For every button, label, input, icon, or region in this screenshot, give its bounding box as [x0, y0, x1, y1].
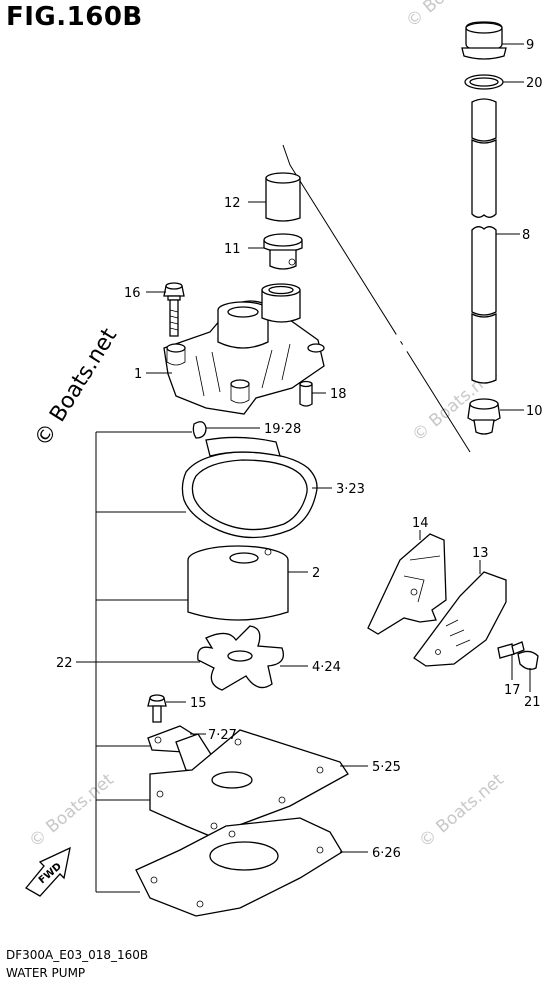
- part-8-water-tube: [471, 98, 497, 384]
- part-20-o-ring: [464, 74, 504, 90]
- callout-13: 13: [472, 546, 489, 561]
- part-16-bolt: [163, 282, 185, 337]
- part-15-bolt: [147, 694, 167, 723]
- part-18-pin: [299, 380, 313, 407]
- part-21-clip: [517, 650, 539, 670]
- callout-14: 14: [412, 516, 429, 531]
- part-17-screw: [497, 641, 525, 659]
- callout-12: 12: [224, 196, 241, 211]
- callout-5-25: 5·25: [372, 760, 401, 775]
- part-12-sleeve: [265, 172, 301, 222]
- callout-17: 17: [504, 683, 521, 698]
- section-name: WATER PUMP: [6, 966, 86, 980]
- watermark-left-bottom: © Boats.net: [25, 770, 118, 852]
- fwd-arrow: FWD: [25, 846, 71, 897]
- callout-20: 20: [526, 76, 543, 91]
- callout-19-28: 19·28: [264, 422, 301, 437]
- callout-7-27: 7·27: [208, 728, 237, 743]
- callout-4-24: 4·24: [312, 660, 341, 675]
- leader-lines: [76, 43, 531, 893]
- callout-21: 21: [524, 695, 541, 710]
- callout-1: 1: [134, 367, 142, 382]
- part-13-cover: [413, 571, 507, 667]
- callout-11: 11: [224, 242, 241, 257]
- part-10-grommet: [467, 398, 501, 435]
- callout-22: 22: [56, 656, 73, 671]
- figure-title: FIG.160B: [6, 2, 143, 32]
- part-9-cap: [461, 21, 507, 60]
- part-11-bushing: [263, 233, 303, 270]
- callout-10: 10: [526, 404, 543, 419]
- callout-6-26: 6·26: [372, 846, 401, 861]
- callout-2: 2: [312, 566, 320, 581]
- part-2-impeller-housing: [187, 545, 289, 621]
- part-1-pump-case: [163, 283, 325, 415]
- callout-18: 18: [330, 387, 347, 402]
- callout-9: 9: [526, 38, 534, 53]
- part-6-gasket: [135, 817, 343, 917]
- callout-8: 8: [522, 228, 530, 243]
- callout-15: 15: [190, 696, 207, 711]
- part-14-bracket: [367, 533, 447, 635]
- part-3-gasket-ring: [181, 436, 318, 539]
- callout-3-23: 3·23: [336, 482, 365, 497]
- part-4-impeller: [197, 625, 285, 691]
- assembly-guide-line: [282, 144, 471, 453]
- part-5-plate: [149, 729, 349, 837]
- callout-16: 16: [124, 286, 141, 301]
- watermark-right-bottom: © Boats.net: [415, 770, 508, 852]
- part-19-key: [192, 421, 207, 439]
- model-code: DF300A_E03_018_160B: [6, 948, 149, 962]
